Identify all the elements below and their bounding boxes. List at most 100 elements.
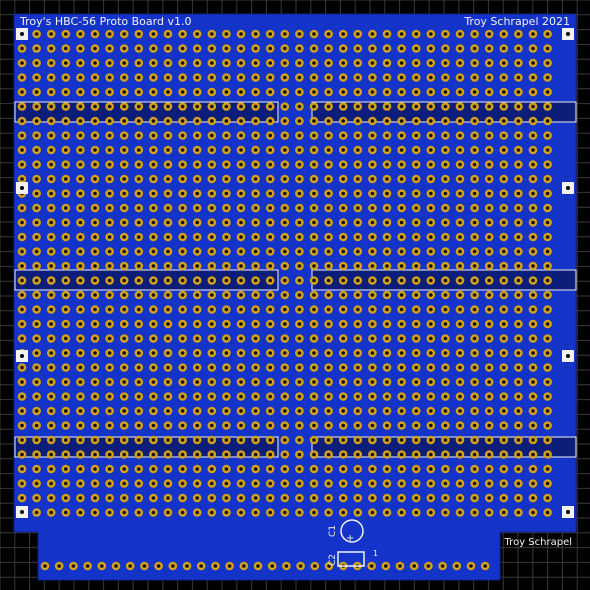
pad-hole [151, 206, 156, 210]
pad-hole [326, 264, 331, 268]
pad-hole [239, 481, 243, 486]
pad-hole [545, 75, 550, 80]
pad-hole [137, 119, 141, 123]
pad-hole [545, 119, 550, 123]
pad-hole [472, 496, 477, 500]
pad-hole [443, 380, 448, 384]
pad-hole [297, 496, 302, 500]
pad-hole [385, 336, 389, 341]
pad-hole [399, 220, 404, 225]
pad-hole [297, 206, 302, 210]
pad-hole [312, 61, 316, 65]
pad-hole [49, 75, 53, 80]
pad-hole [268, 293, 273, 297]
pad-hole [327, 564, 331, 568]
pad-hole [166, 206, 170, 210]
pad-hole [34, 481, 39, 486]
pad-hole [195, 119, 199, 123]
pad-hole [20, 336, 24, 341]
pad-hole [34, 148, 39, 152]
pad-hole [210, 220, 214, 225]
pad-hole [516, 438, 521, 442]
pad-hole [356, 32, 360, 36]
pad-hole [545, 394, 550, 399]
pad-hole [78, 467, 83, 471]
pad-hole [356, 249, 360, 254]
pad-hole [185, 564, 189, 568]
pad-hole [20, 104, 24, 109]
pad-hole [180, 336, 185, 341]
pad-hole [429, 293, 433, 297]
pad-hole [224, 336, 229, 341]
pad-hole [516, 394, 521, 399]
pad-hole [399, 293, 404, 297]
pad-hole [253, 278, 258, 283]
pad-hole [93, 75, 97, 80]
pad-hole [341, 235, 346, 239]
pad-hole [49, 90, 53, 94]
pad-hole [93, 177, 97, 181]
pad-hole [122, 307, 126, 312]
pad-hole [224, 293, 229, 297]
pad-hole [545, 249, 550, 254]
pad-hole [180, 278, 185, 283]
pad-hole [239, 351, 243, 355]
board-author-year: Troy Schrapel 2021 [463, 15, 570, 28]
pad-hole [93, 409, 97, 413]
pad-hole [370, 409, 375, 413]
pad-hole [487, 496, 492, 500]
pad-hole [137, 380, 141, 384]
pad-hole [195, 264, 199, 268]
pad-hole [414, 119, 419, 123]
pad-array [17, 29, 552, 517]
pad-hole [516, 496, 521, 500]
pad-hole [458, 394, 462, 399]
pad-hole [531, 365, 535, 370]
pad-hole [195, 46, 199, 51]
pad-hole [326, 293, 331, 297]
pad-hole [458, 104, 462, 109]
pin-one-marker: 1 [373, 549, 378, 558]
pad-hole [283, 307, 287, 312]
pad-hole [85, 564, 90, 568]
pad-hole [312, 90, 316, 94]
pad-hole [224, 177, 229, 181]
pad-hole [487, 177, 492, 181]
pad-hole [312, 162, 316, 167]
pad-hole [414, 423, 419, 428]
pad-hole [312, 510, 316, 515]
pad-hole [283, 162, 287, 167]
pad-hole [326, 206, 331, 210]
pad-hole [326, 177, 331, 181]
pad-hole [151, 496, 156, 500]
pad-hole [268, 380, 273, 384]
pad-hole [49, 191, 53, 196]
pad-hole [472, 75, 477, 80]
pad-hole [312, 278, 316, 283]
pad-hole [283, 46, 287, 51]
pad-hole [312, 481, 316, 486]
pad-hole [399, 177, 404, 181]
pad-hole [20, 409, 24, 413]
pad-hole [210, 104, 214, 109]
pad-hole [487, 351, 492, 355]
pad-hole [516, 133, 521, 138]
pad-hole [180, 467, 185, 471]
pad-hole [239, 380, 243, 384]
pad-hole [49, 119, 53, 123]
pad-hole [195, 336, 199, 341]
pad-hole [429, 452, 433, 457]
pad-hole [458, 235, 462, 239]
pad-hole [312, 293, 316, 297]
pad-hole [440, 564, 445, 568]
pad-hole [78, 409, 83, 413]
pad-hole [312, 467, 316, 471]
pad-hole [137, 351, 141, 355]
pad-hole [356, 177, 360, 181]
pad-hole [341, 61, 346, 65]
pad-hole [166, 351, 170, 355]
pad-hole [166, 191, 170, 196]
pad-hole [64, 496, 68, 500]
pad-hole [356, 394, 360, 399]
pad-hole [107, 46, 112, 51]
